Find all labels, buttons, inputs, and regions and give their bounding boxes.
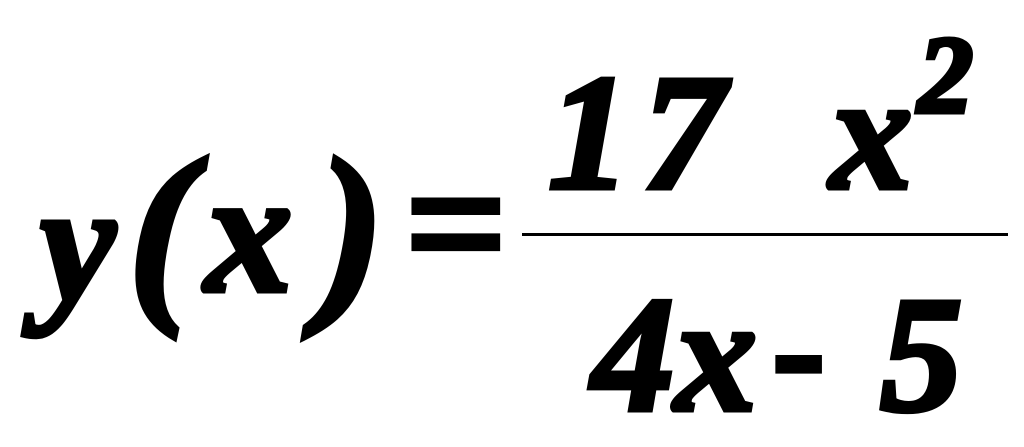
lhs-variable: x — [203, 135, 295, 329]
lhs-function-symbol: y — [37, 149, 118, 337]
denominator-operator: - — [769, 259, 827, 437]
denominator-constant: 5 — [878, 263, 965, 446]
denominator-term: 4x — [590, 263, 760, 446]
numerator-coefficient: 17 — [546, 41, 737, 224]
fraction-bar — [522, 233, 1008, 236]
numerator-variable: x — [828, 41, 915, 224]
numerator-exponent: 2 — [916, 14, 976, 136]
lhs-open-paren: ( — [126, 119, 198, 340]
lhs-close-paren: ) — [316, 119, 388, 340]
equals-sign: = — [403, 124, 511, 323]
